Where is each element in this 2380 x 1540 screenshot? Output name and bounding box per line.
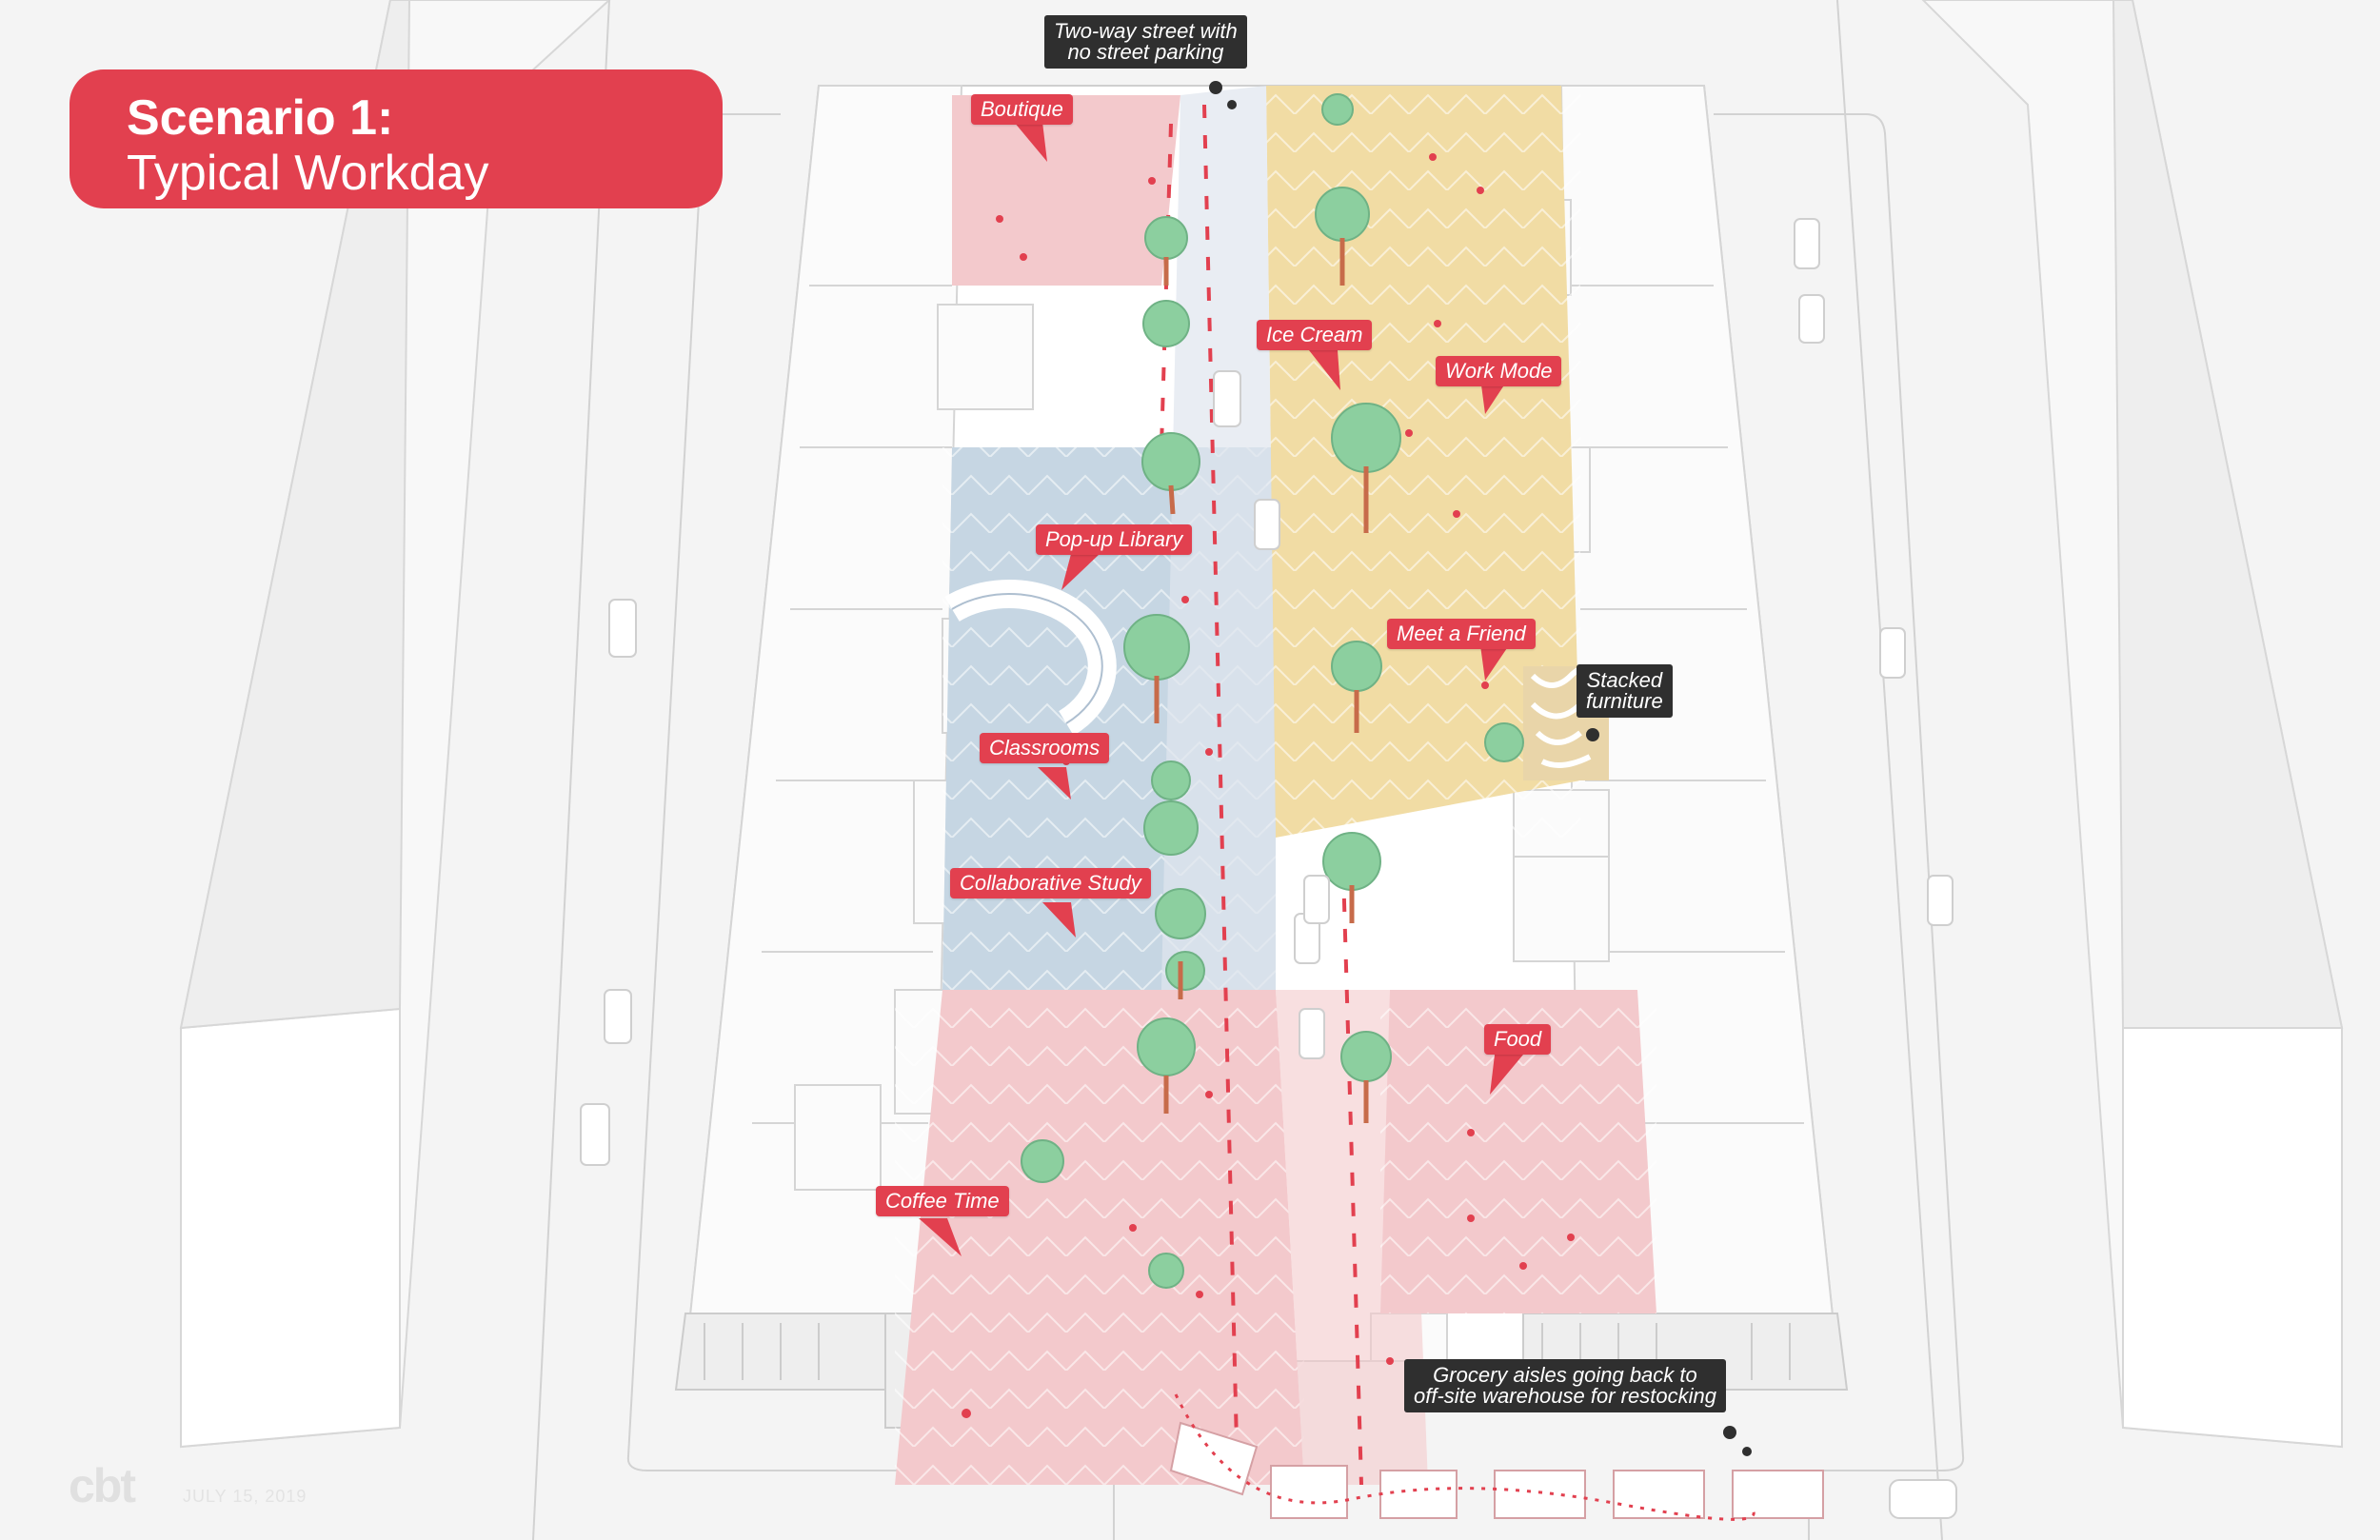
stacked-furniture-area — [1523, 665, 1609, 780]
left-buildings — [179, 0, 611, 1449]
zone-road-center — [1161, 86, 1276, 990]
label-tails — [919, 122, 1523, 1256]
cbt-logo: cbt — [69, 1459, 136, 1512]
scenario-number: Scenario 1: — [127, 90, 394, 146]
label-ice-cream: Ice Cream — [1257, 320, 1373, 350]
label-classrooms: Classrooms — [980, 733, 1110, 763]
label-popup-library: Pop-up Library — [1036, 524, 1193, 555]
cars — [580, 218, 1957, 1519]
note-two-way-street: Two-way street with no street parking — [1044, 15, 1247, 69]
note-stacked-furniture: Stacked furniture — [1577, 664, 1673, 718]
scenario-name: Typical Workday — [127, 146, 489, 201]
scenario-title-card: Scenario 1: Typical Workday — [69, 69, 723, 208]
tree-trunks — [1154, 238, 1369, 1123]
label-food: Food — [1484, 1024, 1552, 1055]
label-collaborative-study: Collaborative Study — [950, 868, 1151, 898]
label-coffee-time: Coffee Time — [876, 1186, 1009, 1216]
grocery-aisles — [1169, 1393, 1824, 1521]
zone-pink-top — [952, 95, 1180, 286]
date-stamp: JULY 15, 2019 — [183, 1487, 307, 1506]
right-buildings — [1921, 0, 2344, 1449]
note-pointers — [1209, 81, 1752, 1456]
zone-pink-bottom — [895, 990, 1656, 1485]
label-meet-a-friend: Meet a Friend — [1387, 619, 1536, 649]
label-boutique: Boutique — [971, 94, 1073, 125]
note-grocery-aisles: Grocery aisles going back to off-site wa… — [1404, 1359, 1726, 1412]
label-work-mode: Work Mode — [1436, 356, 1562, 386]
popup-library-structure — [944, 579, 1117, 736]
